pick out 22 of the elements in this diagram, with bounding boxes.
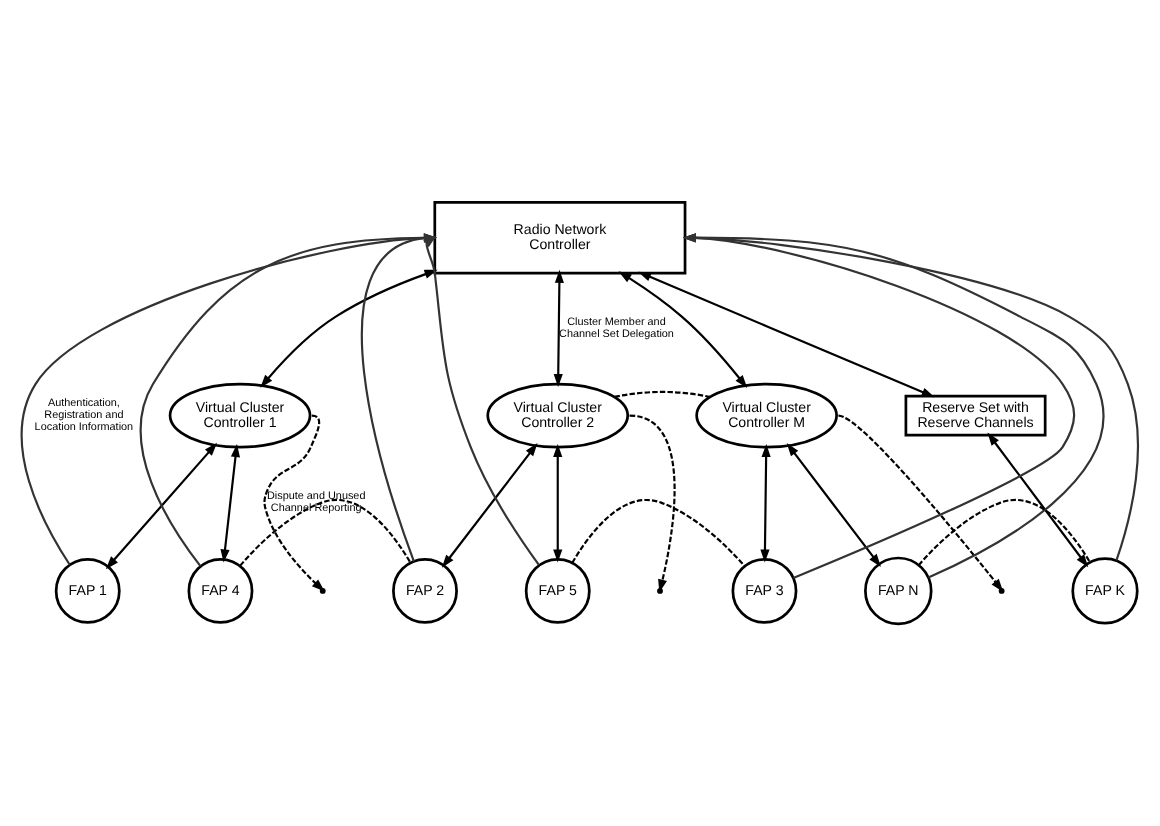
arrow bbox=[629, 414, 676, 593]
arrow bbox=[786, 443, 881, 568]
arrow bbox=[105, 442, 218, 570]
connector bbox=[571, 499, 746, 567]
arrow bbox=[987, 432, 1089, 568]
arrow bbox=[638, 271, 935, 398]
connector bbox=[917, 499, 1091, 566]
arrow bbox=[360, 233, 437, 562]
arrow bbox=[20, 233, 437, 566]
arrow bbox=[553, 443, 563, 563]
arrow bbox=[760, 443, 771, 563]
arrow bbox=[618, 271, 748, 389]
arrow bbox=[139, 233, 437, 567]
arrow bbox=[441, 443, 538, 568]
arrow bbox=[260, 269, 438, 388]
connector bbox=[239, 499, 412, 567]
arrow bbox=[423, 235, 540, 566]
arrow bbox=[838, 414, 1004, 592]
arrow bbox=[553, 269, 564, 388]
connector bbox=[614, 390, 711, 398]
arrow bbox=[263, 414, 325, 592]
arrow bbox=[220, 443, 241, 563]
